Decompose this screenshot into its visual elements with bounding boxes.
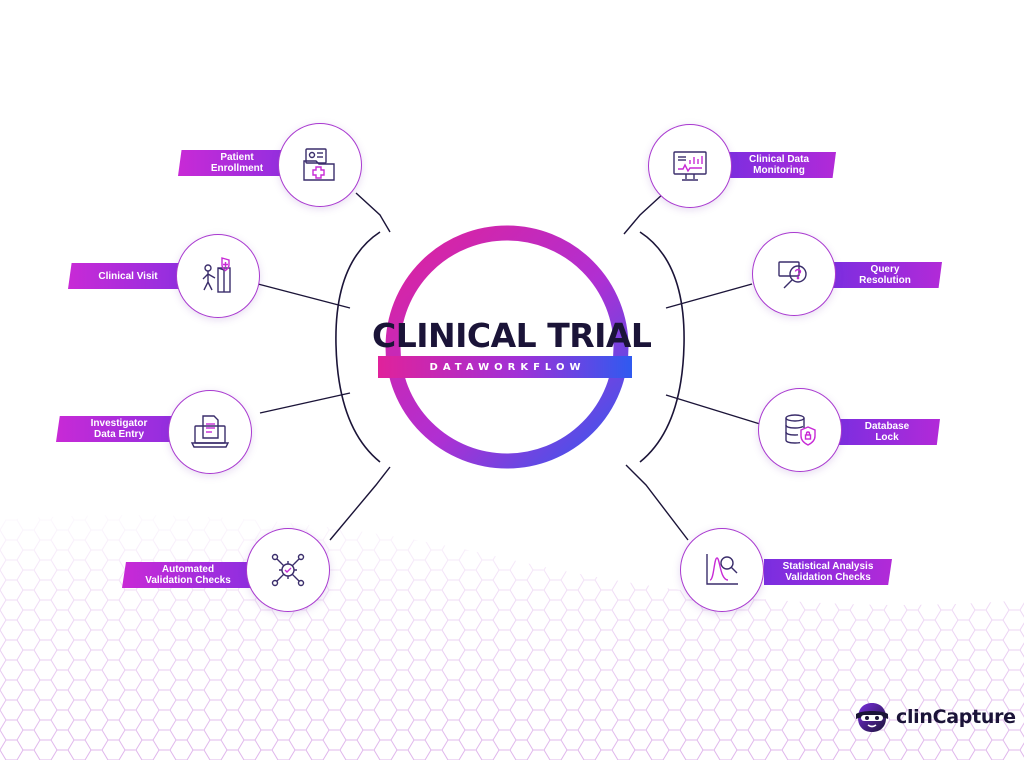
brand-name: clinCapture — [896, 706, 1016, 728]
node-investigator-data-entry — [168, 390, 252, 474]
clinic-visit-icon — [202, 257, 231, 293]
node-clinical-visit — [176, 234, 260, 318]
database-lock-icon — [785, 414, 816, 446]
banner-query-resolution: Query Resolution — [828, 262, 942, 288]
banner-line-2: Validation Checks — [785, 572, 871, 583]
diagram-subtitle: DATAWORKFLOW — [429, 361, 586, 373]
search-question-icon — [778, 261, 807, 289]
chart-magnifier-icon — [706, 554, 738, 585]
node-clinical-data-monitoring — [648, 124, 732, 208]
banner-line-2: Data Entry — [93, 429, 144, 440]
banner-statistical-analysis: Statistical Analysis Validation Checks — [764, 559, 892, 585]
brand-logo: clinCapture — [854, 698, 1016, 736]
left-connectors — [257, 192, 391, 541]
laptop-document-icon — [190, 415, 230, 448]
banner-automated-validation-checks: Automated Validation Checks — [122, 562, 254, 588]
banner-line-2: Lock — [875, 432, 899, 443]
gear-network-icon — [271, 553, 305, 587]
banner-line-1: Investigator — [90, 418, 148, 429]
banner-line-2: Enrollment — [210, 163, 264, 174]
left-bracket-arc — [335, 231, 381, 463]
banner-line-1: Database — [864, 421, 910, 432]
diagram-subtitle-bar: DATAWORKFLOW — [378, 356, 632, 378]
banner-line-1: Automated — [161, 564, 215, 575]
diagram-title: CLINICAL TRIAL — [372, 316, 652, 355]
node-database-lock — [758, 388, 842, 472]
banner-line-1: Clinical Data — [748, 154, 810, 165]
banner-investigator-data-entry: Investigator Data Entry — [56, 416, 182, 442]
patient-folder-icon — [303, 148, 335, 181]
node-statistical-analysis — [680, 528, 764, 612]
node-query-resolution — [752, 232, 836, 316]
banner-line-1: Patient — [220, 152, 254, 163]
node-automated-validation-checks — [246, 528, 330, 612]
banner-clinical-data-monitoring: Clinical Data Monitoring — [722, 152, 836, 178]
mascot-icon — [856, 703, 888, 732]
banner-database-lock: Database Lock — [834, 419, 940, 445]
banner-line-2: Validation Checks — [145, 575, 231, 586]
right-connectors — [623, 192, 761, 541]
monitor-chart-icon — [673, 151, 707, 181]
banner-line-2: Monitoring — [753, 165, 805, 176]
central-ring — [385, 225, 629, 469]
node-patient-enrollment — [278, 123, 362, 207]
banner-line-1: Clinical Visit — [98, 270, 158, 282]
banner-patient-enrollment: Patient Enrollment — [178, 150, 296, 176]
banner-line-2: Resolution — [859, 275, 911, 286]
banner-line-1: Query — [870, 264, 900, 275]
banner-clinical-visit: Clinical Visit — [68, 263, 188, 289]
right-bracket-arc — [639, 231, 685, 463]
banner-line-1: Statistical Analysis — [782, 561, 874, 572]
